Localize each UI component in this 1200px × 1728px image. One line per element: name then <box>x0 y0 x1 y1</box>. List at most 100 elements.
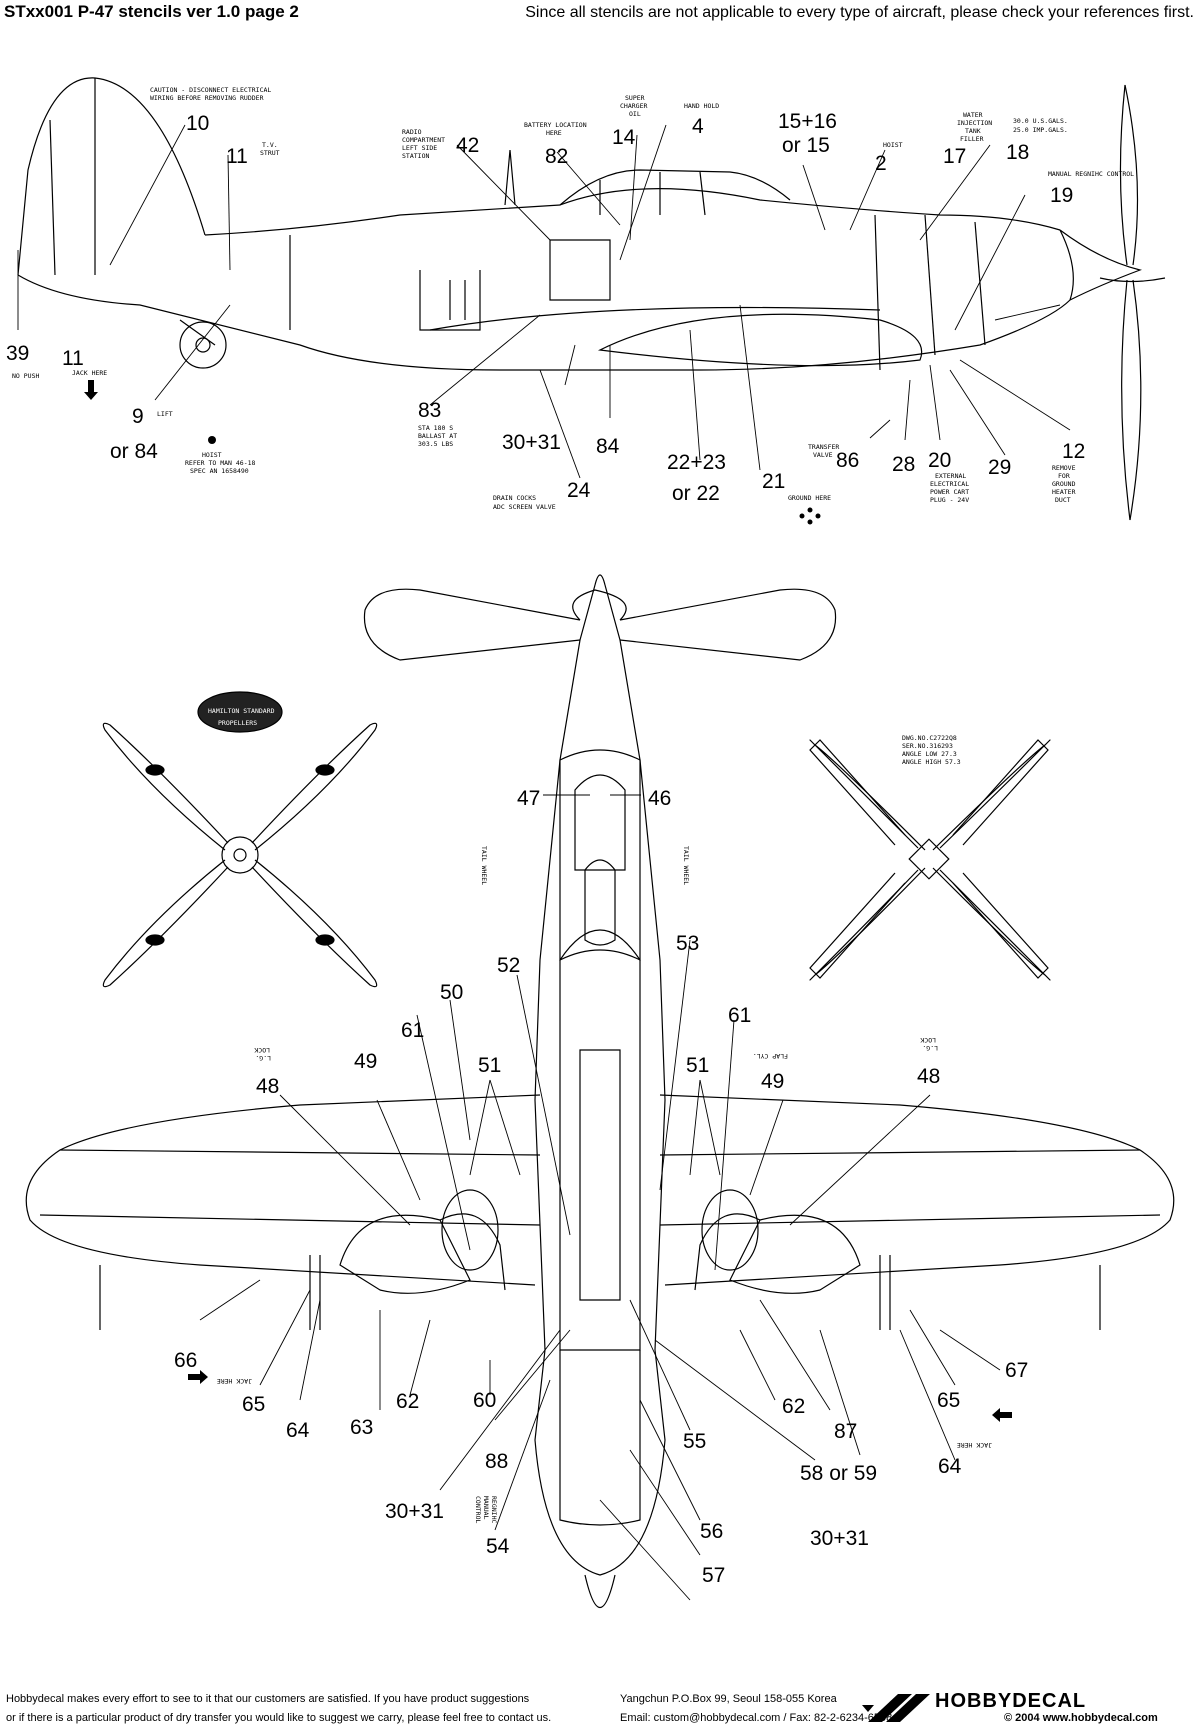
stencil-ext-3: POWER CART <box>930 488 969 496</box>
stencil-battery: BATTERY LOCATION <box>524 121 587 129</box>
footer-line-1: Hobbydecal makes every effort to see to … <box>6 1693 530 1705</box>
stencil-ext-4: PLUG - 24V <box>930 496 969 504</box>
callout-63: 63 <box>350 1416 373 1439</box>
callout-19: 19 <box>1050 184 1073 207</box>
side-view-stencil-text: CAUTION - DISCONNECT ELECTRICAL WIRING B… <box>12 86 1134 525</box>
stencil-lift: LIFT <box>157 410 173 418</box>
stencil-jack-here-right: JACK HERE <box>957 1441 992 1449</box>
jack-arrow-right-icon <box>992 1408 1012 1422</box>
stencil-transfer-2: VALVE <box>813 451 833 459</box>
footer-contact-note: Hobbydecal makes every effort to see to … <box>6 1690 551 1728</box>
footer-address: Yangchun P.O.Box 99, Seoul 158-055 Korea… <box>620 1690 892 1728</box>
callout-48-right: 48 <box>917 1065 940 1088</box>
stencil-water: WATER <box>963 111 983 119</box>
stencil-prop-logo: HAMILTON STANDARD <box>208 707 275 715</box>
callout-66: 66 <box>174 1349 197 1372</box>
stencil-super: SUPER <box>625 94 645 102</box>
stencil-dwg: DWG.NO.C2722Q8 <box>902 734 957 742</box>
stencil-regnihc-3: CONTROL <box>474 1496 482 1523</box>
stencil-hand-hold: HAND HOLD <box>684 102 719 110</box>
callout-or-22: or 22 <box>672 482 720 505</box>
callout-9: 9 <box>132 405 144 428</box>
stencil-prop-logo-2: PROPELLERS <box>218 719 257 727</box>
stencil-regnihc: REGNIHC <box>490 1496 498 1523</box>
stencil-hoist: HOIST <box>883 141 903 149</box>
callout-56: 56 <box>700 1520 723 1543</box>
stencil-remove-5: DUCT <box>1055 496 1071 504</box>
callout-17: 17 <box>943 145 966 168</box>
side-view-aircraft <box>17 77 1166 521</box>
stencil-transfer: TRANSFER <box>808 443 839 451</box>
callout-64-right: 64 <box>938 1455 962 1478</box>
callout-50: 50 <box>440 981 463 1004</box>
callout-2: 2 <box>875 152 887 175</box>
stencil-no-push: NO PUSH <box>12 372 39 380</box>
stencil-radio-4: STATION <box>402 152 429 160</box>
callout-52: 52 <box>497 954 520 977</box>
plan-view-callouts: 47 46 53 52 50 61 61 49 49 51 51 48 48 6… <box>174 787 1028 1587</box>
stencil-lg-lock-right: L.G. <box>922 1044 938 1052</box>
stencil-lg-lock-left-2: LOCK <box>254 1046 270 1054</box>
stencil-remove-4: HEATER <box>1052 488 1076 496</box>
callout-10: 10 <box>186 112 209 135</box>
callout-48-left: 48 <box>256 1075 279 1098</box>
stencil-dwg-2: SER.NO.316293 <box>902 742 953 750</box>
callout-60: 60 <box>473 1389 496 1412</box>
stencil-sta-3: 303.5 LBS <box>418 440 453 448</box>
stencil-ground-here: GROUND HERE <box>788 494 831 502</box>
stencil-remove: REMOVE <box>1052 464 1076 472</box>
callout-55: 55 <box>683 1430 706 1453</box>
callout-18: 18 <box>1006 141 1029 164</box>
callout-29: 29 <box>988 456 1011 479</box>
stencil-radio-3: LEFT SIDE <box>402 144 437 152</box>
reference-note: Since all stencils are not applicable to… <box>525 4 1194 21</box>
stencil-flap-cyl: FLAP CYL. <box>753 1052 788 1060</box>
callout-11-bottom: 11 <box>62 347 84 370</box>
side-view-leader-lines <box>17 124 1071 479</box>
stencil-hoist-ref: HOIST <box>202 451 222 459</box>
plan-view-aircraft <box>25 574 1175 1609</box>
callout-46: 46 <box>648 787 671 810</box>
callout-61-left: 61 <box>401 1019 424 1042</box>
callout-53: 53 <box>676 932 699 955</box>
callout-42: 42 <box>456 134 479 157</box>
callout-84: 84 <box>596 435 620 458</box>
callout-15-16: 15+16 <box>778 110 837 133</box>
jack-arrow-left-icon <box>188 1370 208 1384</box>
callout-24: 24 <box>567 479 591 502</box>
stencil-radio: RADIO <box>402 128 422 136</box>
footer-address-2: Email: custom@hobbydecal.com / Fax: 82-2… <box>620 1712 893 1724</box>
stencil-regnihc-2: MANUAL <box>482 1496 490 1520</box>
propeller-right <box>809 739 1051 981</box>
stencil-hoist-ref-2: REFER TO MAN 46-18 <box>185 459 256 467</box>
stencil-caution: CAUTION - DISCONNECT ELECTRICAL <box>150 86 271 94</box>
stencil-gals: 30.0 U.S.GALS. <box>1013 117 1068 125</box>
stencil-battery-2: HERE <box>546 129 562 137</box>
stencil-water-4: FILLER <box>960 135 984 143</box>
callout-64-left: 64 <box>286 1419 310 1442</box>
plan-view-leader-lines <box>199 794 1001 1601</box>
callout-20: 20 <box>928 449 951 472</box>
callout-30-31-side: 30+31 <box>502 431 561 454</box>
callout-12: 12 <box>1062 440 1085 463</box>
stencil-manual: MANUAL REGNIHC CONTROL <box>1048 170 1134 178</box>
callout-39: 39 <box>6 342 29 365</box>
callout-21: 21 <box>762 470 785 493</box>
callout-86: 86 <box>836 449 859 472</box>
stencil-ext-2: ELECTRICAL <box>930 480 969 488</box>
stencil-ext: EXTERNAL <box>935 472 966 480</box>
callout-28: 28 <box>892 453 915 476</box>
callout-82: 82 <box>545 145 568 168</box>
stencil-tv-strut-2: STRUT <box>260 149 280 157</box>
stencil-dwg-4: ANGLE HIGH 57.3 <box>902 758 961 766</box>
callout-30-31-left: 30+31 <box>385 1500 444 1523</box>
stencil-dwg-3: ANGLE LOW 27.3 <box>902 750 957 758</box>
stencil-super-3: OIL <box>629 110 641 118</box>
footer-brand: HOBBYDECAL <box>935 1690 1087 1712</box>
stencil-remove-2: FOR <box>1058 472 1070 480</box>
hobbydecal-logo-icon <box>862 1694 930 1722</box>
stencil-drain: DRAIN COCKS <box>493 494 536 502</box>
stencil-gals-2: 25.0 IMP.GALS. <box>1013 126 1068 134</box>
callout-47: 47 <box>517 787 540 810</box>
